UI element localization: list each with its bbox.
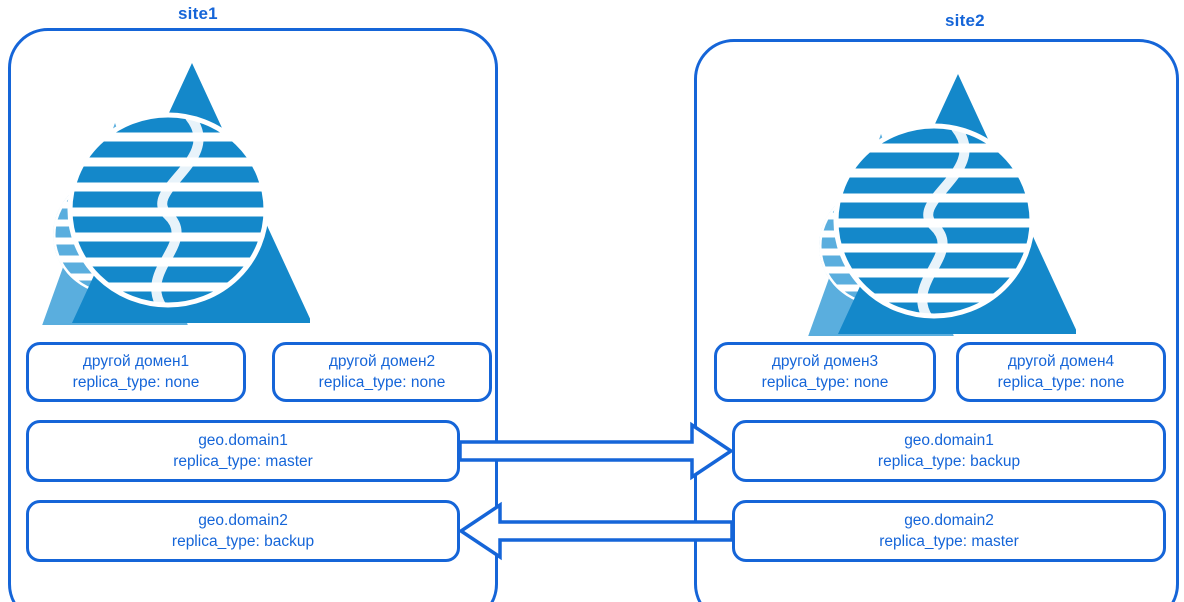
domain-name: geo.domain2 <box>198 512 288 529</box>
domain-name: geo.domain2 <box>904 512 994 529</box>
domain-name: geo.domain1 <box>904 432 994 449</box>
replication-arrow-right-to-left <box>457 501 734 561</box>
site1-title: site1 <box>178 4 218 23</box>
domain-name: geo.domain1 <box>198 432 288 449</box>
domain-replica-type: replica_type: none <box>761 374 889 391</box>
domain-box-drugoy-domen3[interactable]: другой домен3 replica_type: none <box>714 342 936 402</box>
domain-replica-type: replica_type: none <box>318 374 446 391</box>
domain-replica-type: replica_type: master <box>173 453 313 470</box>
domain-name: другой домен1 <box>82 353 190 370</box>
site1-logo <box>35 55 312 345</box>
domain-box-drugoy-domen2[interactable]: другой домен2 replica_type: none <box>272 342 492 402</box>
domain-box-drugoy-domen4[interactable]: другой домен4 replica_type: none <box>956 342 1166 402</box>
domain-box-drugoy-domen1[interactable]: другой домен1 replica_type: none <box>26 342 246 402</box>
site2-title: site2 <box>945 11 985 30</box>
site2-container <box>694 39 1179 602</box>
domain-box-geo-domain2-site2[interactable]: geo.domain2 replica_type: master <box>732 500 1166 562</box>
domain-replica-type: replica_type: none <box>72 374 200 391</box>
domain-box-geo-domain2-site1[interactable]: geo.domain2 replica_type: backup <box>26 500 460 562</box>
domain-name: другой домен2 <box>328 353 436 370</box>
domain-box-geo-domain1-site2[interactable]: geo.domain1 replica_type: backup <box>732 420 1166 482</box>
replication-arrow-left-to-right <box>458 421 735 481</box>
domain-replica-type: replica_type: backup <box>877 453 1021 470</box>
site1-container <box>8 28 498 602</box>
domain-replica-type: replica_type: backup <box>171 533 315 550</box>
domain-replica-type: replica_type: master <box>879 533 1019 550</box>
domain-box-geo-domain1-site1[interactable]: geo.domain1 replica_type: master <box>26 420 460 482</box>
domain-name: другой домен4 <box>1007 353 1115 370</box>
site2-logo <box>801 66 1078 356</box>
domain-name: другой домен3 <box>771 353 879 370</box>
domain-replica-type: replica_type: none <box>997 374 1125 391</box>
